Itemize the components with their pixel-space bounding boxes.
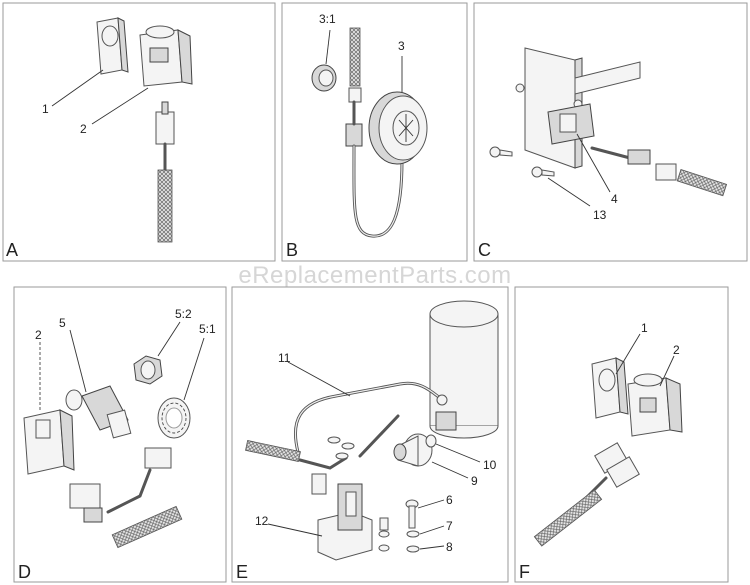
callout-d-5: 5	[59, 316, 66, 330]
screws-part-13	[489, 146, 555, 178]
panel-a-frame	[2, 2, 276, 262]
watermark: eReplacementParts.com	[238, 262, 511, 289]
leader-d-5	[69, 329, 87, 393]
callout-e-6: 6	[446, 493, 453, 507]
panel-a: 1 2 A	[2, 2, 276, 262]
panel-letter-e: E	[236, 562, 248, 582]
callout-d-5-2: 5:2	[175, 307, 192, 321]
callout-f-2: 2	[673, 343, 680, 357]
panel-letter-a: A	[6, 240, 18, 260]
washer-part-5-1	[157, 397, 191, 439]
cylinder-tank	[429, 300, 499, 439]
callout-a-1: 1	[42, 102, 49, 116]
callout-c-13: 13	[593, 208, 607, 222]
connector-cable	[155, 101, 175, 243]
callout-d-2: 2	[35, 328, 42, 342]
panel-letter-c: C	[478, 240, 491, 260]
leader-e-6	[417, 499, 445, 509]
leader-a-2	[91, 87, 149, 125]
callout-d-5-1: 5:1	[199, 322, 216, 336]
callout-c-4: 4	[611, 192, 618, 206]
washers-part-7-8	[378, 517, 420, 553]
leader-e-12	[267, 523, 323, 537]
rod-and-harness	[245, 436, 355, 495]
leader-e-7	[419, 525, 445, 535]
washer-part-10	[425, 434, 437, 448]
leader-e-9	[431, 461, 469, 479]
keyswitch-part-5	[65, 385, 132, 439]
leader-e-8	[419, 545, 445, 550]
probe-wire	[345, 27, 404, 238]
leader-e-10	[435, 443, 481, 463]
callout-b-3-1: 3:1	[319, 12, 336, 26]
bracket-part-1	[96, 17, 129, 75]
leader-a-1	[51, 69, 104, 107]
leader-c-13	[547, 177, 591, 207]
switch-part-4	[547, 103, 595, 145]
switch-part-2-d	[23, 342, 75, 475]
harness-d	[69, 447, 183, 549]
leader-c-4	[576, 133, 611, 193]
panel-d: 2 5 5:2 5:1 D	[13, 286, 227, 583]
panel-c-frame	[473, 2, 748, 262]
harness-f	[533, 442, 640, 547]
cable-part-11	[293, 381, 448, 458]
callout-e-10: 10	[483, 458, 497, 472]
leader-f-2	[659, 355, 675, 387]
panel-e: 11 10 9 6 7 8 12 E	[231, 286, 509, 583]
leader-d-5-1	[183, 337, 205, 401]
callout-e-11: 11	[278, 351, 291, 365]
panel-b: 3:1 3 B	[281, 2, 468, 262]
callout-f-1: 1	[641, 321, 648, 335]
sensor-disc-part-3	[368, 91, 428, 165]
switch-part-2-f	[627, 373, 683, 437]
nut-part-5-2	[133, 355, 163, 385]
callout-e-7: 7	[446, 519, 453, 533]
relay-part-12	[317, 483, 373, 561]
callout-e-12: 12	[255, 514, 269, 528]
leader-b-3-1	[325, 29, 331, 65]
leader-e-11	[287, 361, 351, 397]
screw-part-6	[405, 499, 419, 529]
callout-a-2: 2	[80, 122, 87, 136]
switch-part-2	[139, 25, 193, 87]
knob-part-9	[393, 433, 433, 467]
bracket-part-1-f	[591, 357, 629, 419]
harness-c	[590, 146, 728, 197]
panel-f: 1 2 F	[514, 286, 729, 583]
leader-d-5-2	[157, 321, 181, 357]
leader-f-1	[615, 333, 641, 375]
panel-c: 4 13 C	[473, 2, 748, 262]
panel-letter-d: D	[18, 562, 31, 582]
callout-b-3: 3	[398, 39, 405, 53]
panel-letter-f: F	[519, 562, 530, 582]
callout-e-9: 9	[471, 474, 478, 488]
grommet-part-3-1	[311, 64, 337, 92]
panel-letter-b: B	[286, 240, 298, 260]
callout-e-8: 8	[446, 540, 453, 554]
